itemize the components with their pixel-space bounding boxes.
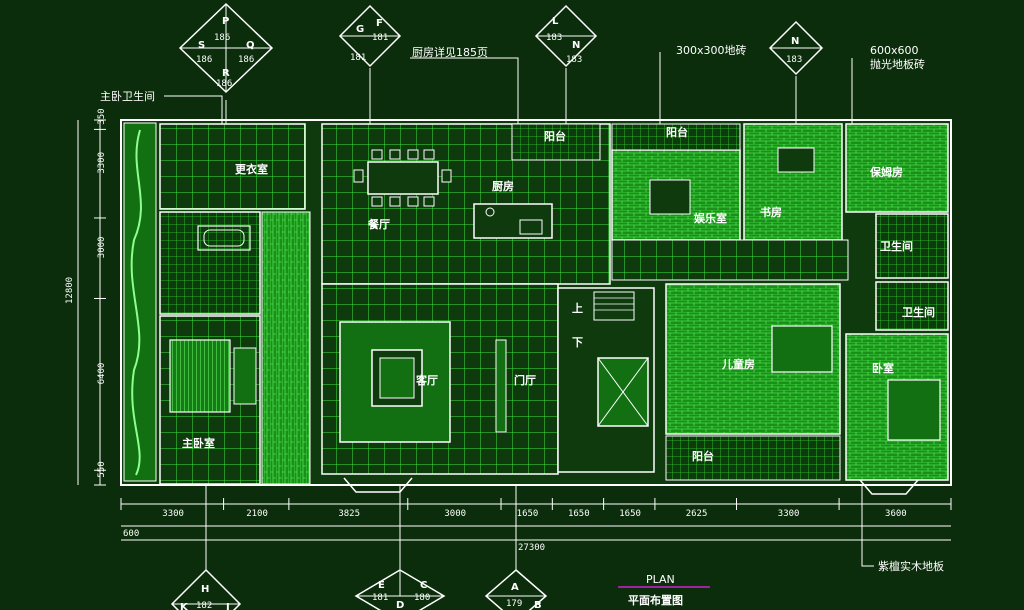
marker-bottom-1: H 182 K J bbox=[170, 485, 242, 610]
marker-number: 183 bbox=[566, 55, 582, 65]
dim-left-value: 550 bbox=[97, 461, 107, 477]
dim-bottom-value: 2625 bbox=[686, 509, 708, 519]
dim-total-width: 27300 bbox=[518, 543, 545, 553]
plan-title: 平面布置图 bbox=[628, 593, 683, 607]
dim-bottom-value: 3300 bbox=[778, 509, 800, 519]
marker-letter: S bbox=[198, 40, 205, 51]
room-label-maid: 保姆房 bbox=[869, 165, 903, 179]
marker-letter: N bbox=[572, 40, 580, 51]
marker-letter: D bbox=[396, 600, 404, 610]
marker-letter: C bbox=[420, 580, 427, 591]
marker-letter: A bbox=[511, 582, 519, 593]
marker-letter: J bbox=[225, 602, 230, 610]
cloakroom-area bbox=[159, 123, 306, 210]
balcony-bottom-area bbox=[665, 435, 841, 481]
room-label-kitchen: 厨房 bbox=[492, 179, 514, 193]
room-label-living: 客厅 bbox=[415, 373, 438, 387]
room-label-study: 书房 bbox=[760, 205, 782, 219]
marker-letter: K bbox=[180, 602, 189, 610]
marker-number: 182 bbox=[196, 601, 212, 610]
dim-bottom-value: 2100 bbox=[246, 509, 268, 519]
foyer-cabinet bbox=[495, 339, 507, 433]
bath-right-2-area bbox=[875, 281, 949, 331]
master-bath-area bbox=[159, 211, 261, 315]
marker-number: 181 bbox=[350, 53, 366, 63]
annotation-tile-600-line1: 600x600 bbox=[870, 44, 919, 57]
room-label-dining: 餐厅 bbox=[367, 217, 390, 231]
annotation-master-bath: 主卧卫生间 bbox=[100, 89, 155, 103]
marker-number: 181 bbox=[372, 33, 388, 43]
dim-left-value: 3000 bbox=[97, 237, 107, 259]
dim-bottom-value: 3600 bbox=[885, 509, 907, 519]
marker-letter: H bbox=[201, 584, 209, 595]
marker-top-4: N 183 bbox=[768, 20, 824, 124]
dim-bottom-value: 1650 bbox=[619, 509, 641, 519]
annotation-wood-floor: 紫檀实木地板 bbox=[878, 559, 944, 573]
dim-left-value: 6400 bbox=[97, 363, 107, 385]
dim-bottom-value: 3300 bbox=[162, 509, 184, 519]
marker-number: 183 bbox=[786, 55, 802, 65]
room-label-balcony-top: 阳台 bbox=[544, 129, 566, 143]
study-area bbox=[743, 123, 843, 241]
plan-label: PLAN bbox=[646, 573, 675, 586]
room-label-foyer: 门厅 bbox=[514, 373, 536, 387]
maid-room-area bbox=[845, 123, 949, 213]
room-label-master-bedroom: 主卧室 bbox=[182, 436, 215, 450]
room-label-bath-right-2: 卫生间 bbox=[902, 305, 935, 319]
marker-number: 186 bbox=[216, 79, 232, 89]
marker-letter: P bbox=[222, 16, 229, 27]
marker-number: 179 bbox=[506, 599, 522, 609]
dim-bottom-value: 3000 bbox=[444, 509, 466, 519]
corridor-floor bbox=[261, 211, 311, 485]
marker-bottom-3: A 179 B bbox=[484, 485, 548, 610]
stair-up-label: 上 bbox=[572, 301, 583, 315]
marker-letter: G bbox=[356, 24, 364, 35]
room-label-balcony-bottom: 阳台 bbox=[692, 449, 714, 463]
marker-number: 181 bbox=[372, 593, 388, 603]
dim-bottom-value: 1650 bbox=[568, 509, 590, 519]
annotation-kitchen-detail: 厨房详见185页 bbox=[412, 45, 488, 59]
room-label-bedroom: 卧室 bbox=[872, 361, 894, 375]
marker-top-1: P S Q R 186 186 186 186 bbox=[178, 2, 274, 124]
marker-number: 180 bbox=[414, 593, 430, 603]
garden-strip bbox=[123, 122, 157, 482]
room-label-entertainment: 娱乐室 bbox=[694, 211, 727, 225]
dim-bottom-value: 3825 bbox=[338, 509, 360, 519]
room-label-balcony-top2: 阳台 bbox=[666, 125, 688, 139]
dim-total-height: 12800 bbox=[65, 277, 75, 304]
marker-number: 186 bbox=[238, 55, 254, 65]
dim-left-offset: 600 bbox=[123, 529, 139, 539]
balcony-top-area bbox=[511, 123, 601, 161]
kitchen-counter bbox=[473, 203, 553, 239]
stair-down-label: 下 bbox=[572, 336, 583, 349]
marker-letter: E bbox=[378, 580, 385, 591]
marker-number: 186 bbox=[196, 55, 212, 65]
marker-letter: L bbox=[552, 16, 559, 27]
marker-letter: Q bbox=[246, 40, 255, 51]
hallway-area bbox=[611, 239, 849, 281]
marker-letter: N bbox=[791, 36, 799, 47]
dim-left-value: 3300 bbox=[97, 152, 107, 174]
marker-bottom-2: E C 181 180 D bbox=[354, 485, 446, 610]
marker-number: 186 bbox=[214, 33, 230, 43]
room-label-kids: 儿童房 bbox=[721, 357, 755, 371]
marker-top-3: L N 183 183 bbox=[534, 4, 598, 124]
marker-letter: B bbox=[534, 600, 542, 610]
dim-bottom-value: 1650 bbox=[517, 509, 539, 519]
dim-left-value: 350 bbox=[97, 108, 107, 124]
room-label-bath-right-1: 卫生间 bbox=[880, 239, 913, 253]
annotation-tile-600-line2: 抛光地板砖 bbox=[870, 57, 925, 71]
room-label-cloakroom: 更衣室 bbox=[235, 162, 268, 176]
annotation-tile-300: 300x300地砖 bbox=[676, 43, 747, 57]
marker-letter: F bbox=[376, 18, 383, 29]
bath-right-1-area bbox=[875, 213, 949, 279]
marker-letter: R bbox=[222, 68, 230, 79]
marker-top-2: G F 181 181 bbox=[338, 4, 402, 124]
balcony-top2-area bbox=[611, 123, 741, 151]
marker-number: 183 bbox=[546, 33, 562, 43]
